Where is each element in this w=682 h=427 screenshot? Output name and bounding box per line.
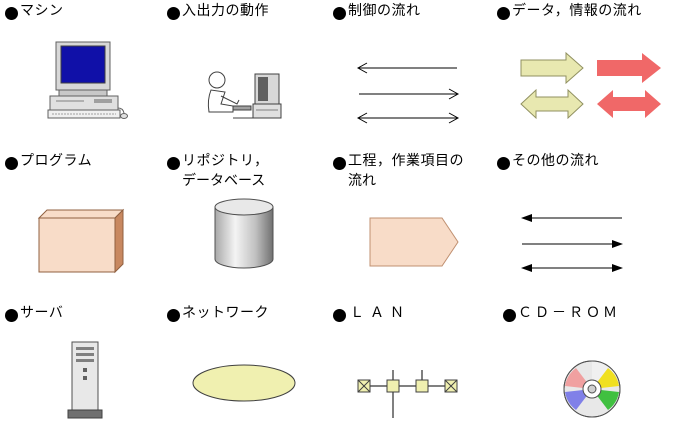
program-label: プログラム: [20, 153, 93, 169]
io-action-label: 入出力の動作: [182, 3, 269, 19]
bullet: [5, 309, 18, 322]
bullet: [333, 7, 346, 20]
database-label: データベース: [182, 173, 266, 189]
control-flow-arrows: [356, 62, 460, 124]
bullet: [333, 157, 346, 170]
bullet: [5, 157, 18, 170]
server-label: サーバ: [20, 305, 64, 321]
other-flow-label: その他の流れ: [512, 153, 599, 169]
bullet: [497, 157, 510, 170]
lan-label: ＬＡＮ: [350, 305, 410, 321]
control-flow-label: 制御の流れ: [348, 3, 421, 19]
other-flow-arrows: [521, 214, 623, 272]
bullet: [167, 157, 180, 170]
cdrom-label: ＣＤ－ＲＯＭ: [518, 305, 620, 321]
computer-icon: [47, 41, 128, 119]
process-flow-label: 工程，作業項目の: [348, 153, 464, 169]
repository-label: リポジトリ，: [182, 153, 269, 169]
machine-label: マシン: [20, 3, 64, 19]
server-tower-icon: [67, 341, 103, 419]
lan-bus-icon: [357, 370, 458, 418]
process-flow-label-line2: 流れ: [348, 173, 376, 189]
program-box-icon: [37, 208, 125, 274]
bullet: [333, 309, 346, 322]
data-info-flow-label: データ，情報の流れ: [512, 3, 642, 19]
process-flow-pentagon: [369, 217, 459, 267]
bullet: [503, 309, 516, 322]
bullet: [5, 7, 18, 20]
cdrom-disc-icon: [563, 360, 621, 418]
data-flow-arrows: [520, 51, 661, 120]
bullet: [167, 7, 180, 20]
database-cylinder-icon: [214, 198, 274, 269]
bullet: [167, 309, 180, 322]
network-label: ネットワーク: [182, 305, 269, 321]
network-ellipse-icon: [192, 364, 296, 402]
person-at-computer-icon: [207, 71, 282, 119]
bullet: [497, 7, 510, 20]
